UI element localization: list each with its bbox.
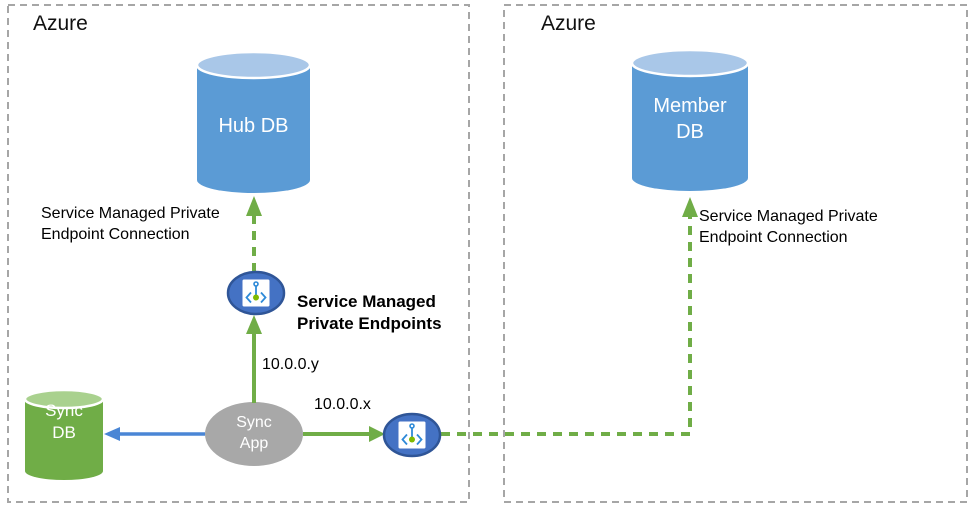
arrow-syncapp-to-endpoint2-head — [369, 426, 385, 442]
private-endpoint-icon-chevron-left — [245, 291, 252, 304]
azure-region-right-border — [503, 4, 968, 503]
private-endpoint-icon-chevron-right — [260, 291, 267, 304]
sync-app-label: Sync App — [236, 414, 272, 453]
private-endpoint-icon-chevron-right — [416, 433, 423, 446]
endpoints-title-annotation: Service Managed Private Endpoints — [297, 292, 442, 334]
hub-db-label: Hub DB — [218, 115, 289, 137]
right-connection-annotation: Service Managed Private Endpoint Connect… — [699, 208, 878, 247]
arrow-endpoint1-to-hubdb — [246, 196, 262, 272]
hub-db-cylinder-top — [195, 50, 312, 80]
ip-address-y-label: 10.0.0.y — [262, 356, 319, 373]
azure-region-left-border — [7, 4, 470, 503]
private-endpoint-icon-green-dot — [409, 436, 415, 443]
member-db-cylinder — [630, 48, 750, 191]
private-endpoint-icon-dot — [409, 423, 415, 429]
sync-db-cylinder — [23, 388, 105, 480]
sync-db-label: Sync DB — [45, 401, 83, 443]
left-connection-annotation: Service Managed Private Endpoint Connect… — [41, 205, 220, 244]
member-db-label: Member DB — [653, 95, 727, 144]
member-db-cylinder-body — [632, 63, 748, 191]
private-endpoint-icon — [226, 270, 286, 316]
arrow-endpoint2-to-memberdb-line — [441, 216, 692, 436]
azure-region-left-title: Azure — [33, 12, 88, 35]
arrow-syncapp-to-endpoint2 — [303, 426, 385, 442]
sync-db-cylinder-body — [25, 399, 103, 480]
hub-db-cylinder-body — [197, 65, 310, 193]
arrow-syncapp-to-syncdb — [104, 427, 205, 441]
hub-db-cylinder — [195, 50, 312, 193]
sync-db-cylinder-top — [23, 388, 105, 410]
private-endpoint-icon — [382, 412, 442, 458]
arrow-endpoint1-to-hubdb-head — [246, 196, 262, 216]
sync-app-ellipse — [205, 402, 303, 466]
arrow-endpoint2-to-memberdb-head — [682, 197, 698, 217]
arrow-endpoint2-to-memberdb — [441, 197, 698, 436]
private-endpoint-icon-dot — [253, 281, 259, 287]
arrow-syncapp-to-syncdb-head — [104, 427, 120, 441]
arrow-syncapp-to-endpoint1 — [246, 315, 262, 403]
azure-region-right-title: Azure — [541, 12, 596, 35]
arrow-syncapp-to-endpoint1-head — [246, 315, 262, 334]
private-endpoint-icon-green-dot — [253, 294, 259, 301]
ip-address-x-label: 10.0.0.x — [314, 396, 371, 413]
private-endpoint-icon-chevron-left — [401, 433, 408, 446]
member-db-cylinder-top — [630, 48, 750, 78]
